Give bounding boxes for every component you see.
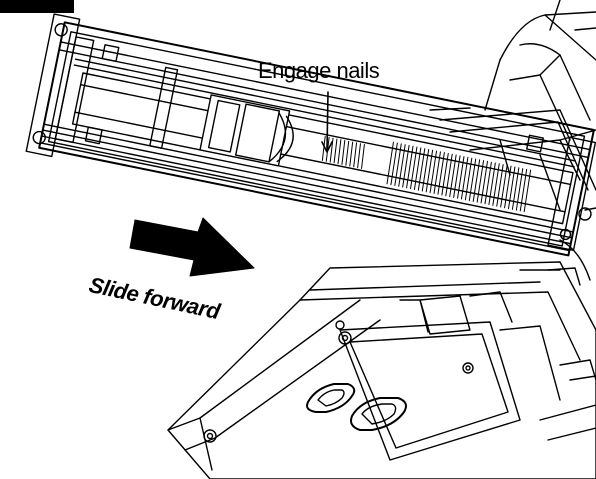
magazine — [25, 13, 596, 257]
header-tab — [0, 0, 74, 13]
slide-arrow — [129, 217, 255, 277]
base-tray — [167, 261, 596, 479]
nail-strip — [321, 136, 532, 213]
engage-pointer — [326, 91, 329, 151]
slot-right — [350, 397, 407, 431]
slot-left — [306, 383, 356, 413]
engage-nails-label: Engage nails — [258, 58, 380, 83]
